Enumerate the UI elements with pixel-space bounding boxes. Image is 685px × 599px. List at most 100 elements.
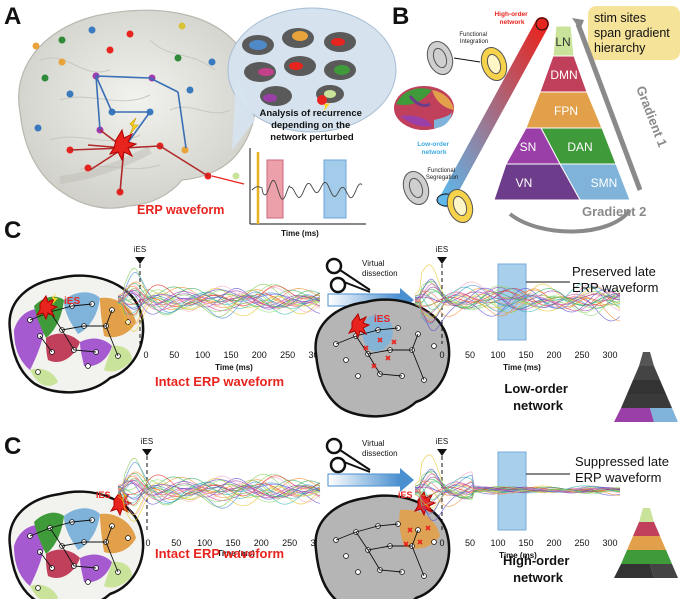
x-tick-label: 50 xyxy=(465,538,475,548)
erp-trace xyxy=(414,286,621,316)
erp-trace xyxy=(414,290,621,314)
x-tick-label: 300 xyxy=(602,538,617,548)
ies-burst-top xyxy=(35,294,59,321)
lightning-icon xyxy=(129,117,139,135)
erp-trace xyxy=(117,283,321,317)
ies-burst-low xyxy=(347,312,371,339)
erp-trace xyxy=(414,290,621,307)
electrodes xyxy=(32,22,240,196)
network-brains xyxy=(242,28,356,106)
high-order-label: High-order network xyxy=(494,11,529,26)
gradient2-arrow xyxy=(508,208,632,234)
ies-lightning-top xyxy=(52,293,58,305)
panel-c-top-letter: C xyxy=(4,217,21,244)
erp-trace xyxy=(117,474,321,498)
panel-c-bottom-letter: C xyxy=(4,433,21,460)
erp-trace xyxy=(117,272,321,319)
ies-marker-label-4: iES xyxy=(436,437,448,446)
erp-trace xyxy=(117,474,321,506)
x-tick-label: 200 xyxy=(252,350,267,360)
panel-c-top: C iES iES xyxy=(4,217,678,422)
preserved-label: Preserved late ERP waveform xyxy=(572,264,659,295)
panel-c-bottom: C iES iES xyxy=(4,433,678,599)
parcellated-brain xyxy=(394,86,454,130)
x-tick-label: 150 xyxy=(518,350,533,360)
erp-trace xyxy=(117,479,321,500)
x-tick-label: 250 xyxy=(574,350,589,360)
gradient1-arrow xyxy=(575,23,643,191)
x-tick-label: 50 xyxy=(171,538,181,548)
time-label-2: Time (ms) xyxy=(503,363,541,372)
level-dan: DAN xyxy=(567,140,592,154)
x-tick-label: 100 xyxy=(490,350,505,360)
gradient1-head xyxy=(572,18,584,30)
level-dmn: DMN xyxy=(550,68,577,82)
level-sn: SN xyxy=(520,140,537,154)
stim-burst-icon xyxy=(108,128,138,162)
x-tick-label: 150 xyxy=(225,538,240,548)
gradient1-label: Gradient 1 xyxy=(633,84,670,149)
x-tick-label: 200 xyxy=(546,538,561,548)
erp-trace xyxy=(117,284,321,316)
x-tick-label: 100 xyxy=(490,538,505,548)
ies-label-top-brain: iES xyxy=(64,296,80,307)
x-tick-label: 50 xyxy=(465,350,475,360)
erp-trace xyxy=(414,278,621,313)
erp-trace xyxy=(117,480,321,501)
ies-marker-label: iES xyxy=(134,245,146,254)
level-vn: VN xyxy=(516,176,533,190)
late-window xyxy=(323,159,347,219)
ies-label-high-brain: iES xyxy=(398,490,413,500)
x-tick-label: 0 xyxy=(439,350,444,360)
x-tick-label: 200 xyxy=(546,350,561,360)
erp-trace xyxy=(414,486,621,506)
intact-label-top: Intact ERP waveform xyxy=(155,374,284,389)
erp-trace xyxy=(117,471,321,500)
x-tick-label: 150 xyxy=(223,350,238,360)
panel-b: B stim sites span gradient hierarchy LN … xyxy=(392,3,680,234)
x-tick-label: 300 xyxy=(602,350,617,360)
bubble-tail xyxy=(232,74,255,150)
x-tick-label: 0 xyxy=(145,538,150,548)
high-order-network-label: High-order network xyxy=(503,553,573,585)
erp-trace xyxy=(414,480,621,496)
erp-waveform-label: ERP waveform xyxy=(137,203,224,217)
early-window xyxy=(266,159,284,219)
erp-trace xyxy=(117,289,321,310)
panel-b-letter: B xyxy=(392,3,409,30)
erp-trace xyxy=(414,474,621,493)
cerebellum-shade xyxy=(59,146,152,184)
erp-trace xyxy=(117,479,321,505)
time-label-1: Time (ms) xyxy=(215,363,253,372)
erp-trace xyxy=(414,282,621,312)
brain-gyri xyxy=(39,39,231,171)
gradient-pyramid: LN DMN FPN DAN SN SMN VN xyxy=(493,25,631,201)
x-tick-label: 100 xyxy=(195,350,210,360)
erp-pointer xyxy=(211,175,245,185)
erp-trace xyxy=(117,290,321,311)
low-order-label: Low-order network xyxy=(417,141,451,156)
intact-brain-bottom xyxy=(8,490,145,599)
low-order-network-label: Low-order network xyxy=(504,381,571,413)
dissected-brain-high xyxy=(314,494,451,599)
dissected-brain-low xyxy=(314,298,451,418)
ies-label-low-brain: iES xyxy=(374,314,390,325)
erp-trace xyxy=(117,473,321,507)
mini-pyramid-low xyxy=(614,352,678,422)
virtual-dissection-text-top: Virtual dissection xyxy=(362,259,398,278)
functional-integration-label: Functional Integration xyxy=(459,32,488,45)
erp-trace xyxy=(414,283,621,312)
hierarchy-tube xyxy=(439,17,549,207)
inset-waveform xyxy=(251,179,363,200)
functional-segregation-label: Functional Segregation xyxy=(426,168,458,181)
erp-trace xyxy=(117,476,321,494)
suppressed-label: Suppressed late ERP waveform xyxy=(575,454,673,485)
segregation-ovals xyxy=(402,171,474,223)
ies-label-bottom-brain: iES xyxy=(96,490,111,500)
tube-top-cap xyxy=(535,17,549,31)
erp-trace xyxy=(414,287,621,332)
x-tick-label: 250 xyxy=(280,350,295,360)
